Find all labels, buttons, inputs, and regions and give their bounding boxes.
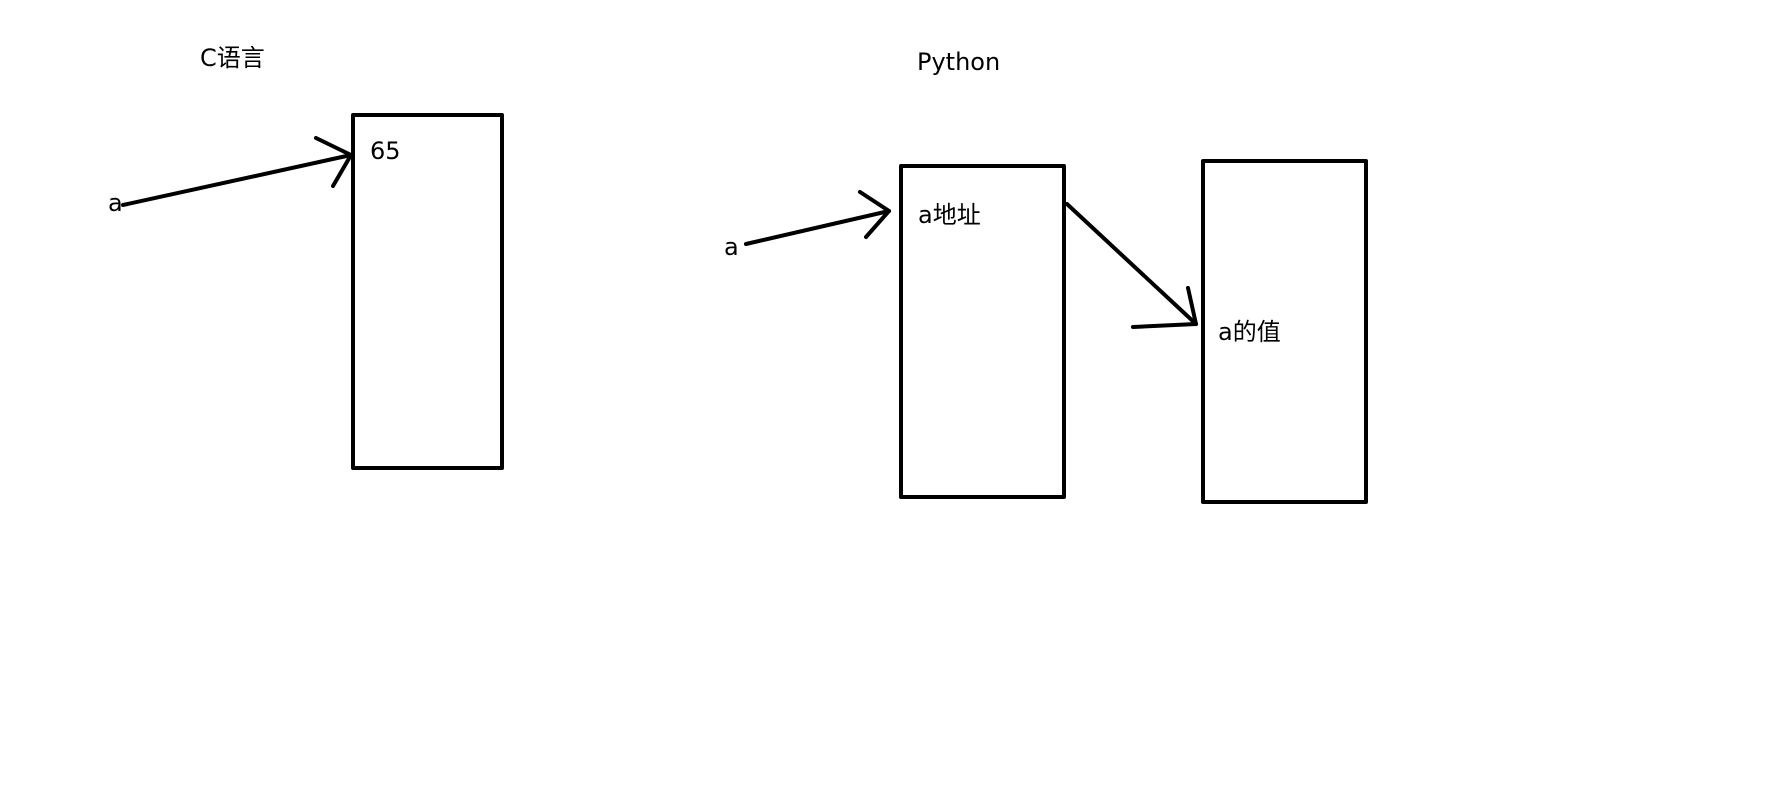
c-memory-cell <box>351 113 504 470</box>
python-value-cell <box>1201 159 1368 504</box>
python-section-title: Python <box>917 48 1001 76</box>
python-address-cell <box>899 164 1066 499</box>
python-address-label: a地址 <box>918 201 981 229</box>
c-variable-label: a <box>108 189 123 217</box>
python-variable-label: a <box>724 233 739 261</box>
python-value-label: a的值 <box>1218 318 1281 346</box>
python-reference-arrow <box>744 190 891 246</box>
c-section-title: C语言 <box>200 44 265 72</box>
c-cell-value: 65 <box>370 137 401 165</box>
address-to-value-arrow <box>1065 202 1198 329</box>
c-pointer-arrow <box>121 136 353 207</box>
